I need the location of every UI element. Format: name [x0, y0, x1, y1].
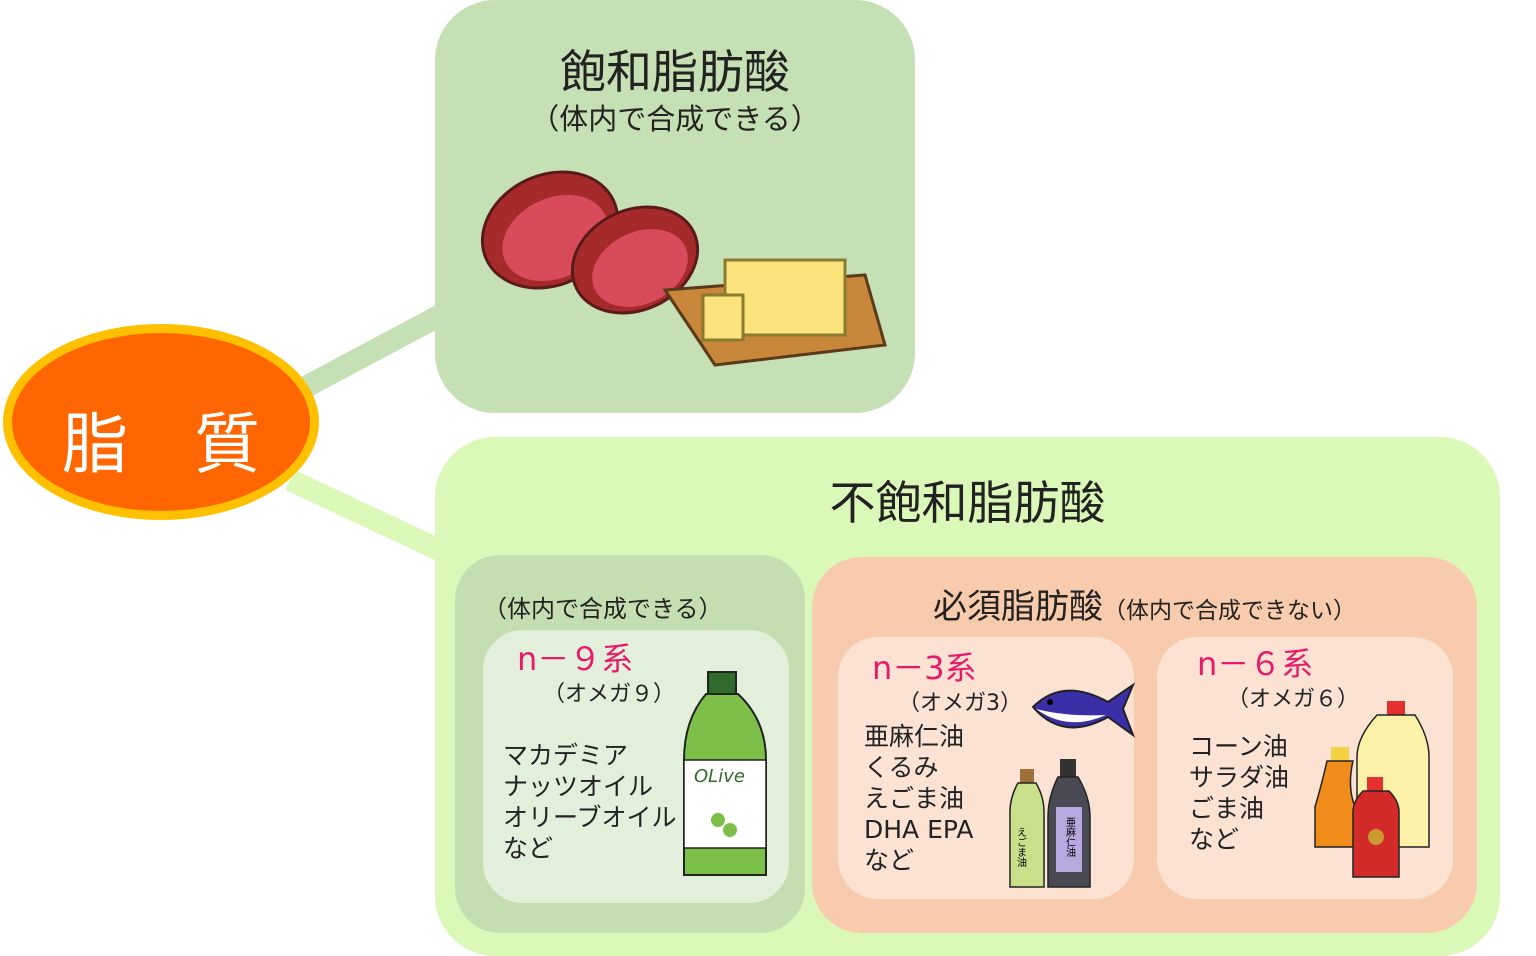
n6-subtitle: （オメガ６） — [1227, 687, 1360, 712]
essential-subtitle: （体内で合成できない） — [1103, 598, 1356, 624]
n6-title: n－６系 — [1197, 645, 1314, 683]
saturated-fat-box: 飽和脂肪酸 （体内で合成できる） — [435, 0, 915, 413]
lipid-root-node: 脂 質 — [3, 324, 319, 520]
saturated-subtitle: （体内で合成できる） — [530, 102, 820, 136]
synthesizable-box: （体内で合成できる） n－９系 （オメガ９） マカデミア ナッツオイル オリーブ… — [455, 555, 805, 933]
n9-title: n－９系 — [517, 640, 634, 678]
egoma-label: えごま油 — [1015, 827, 1027, 867]
list-item: ごま油 — [1189, 794, 1265, 823]
cooking-oil-bottles-icon — [1314, 701, 1430, 878]
list-item: サラダ油 — [1189, 763, 1290, 792]
list-item: くるみ — [864, 753, 939, 782]
amani-label: 亜麻仁油 — [1064, 817, 1076, 857]
n6-list: コーン油 サラダ油 ごま油 など — [1189, 731, 1289, 855]
olive-label: OLive — [694, 766, 745, 787]
n9-subtitle: （オメガ９） — [543, 682, 676, 707]
list-item: えごま油 — [864, 784, 965, 813]
list-item: 亜麻仁油 — [864, 722, 965, 751]
essential-title: 必須脂肪酸（体内で合成できない） — [812, 579, 1477, 628]
list-item: DHA EPA — [864, 815, 974, 844]
oil-bottles-icon: えごま油 亜麻仁油 — [1009, 759, 1091, 888]
essential-fat-box: 必須脂肪酸（体内で合成できない） n－3系 （オメガ3） 亜麻仁油 くるみ えご… — [812, 557, 1477, 933]
n3-card: n－3系 （オメガ3） 亜麻仁油 くるみ えごま油 DHA EPA など えご — [838, 637, 1136, 899]
n3-title: n－3系 — [872, 649, 977, 687]
list-item: など — [503, 834, 554, 863]
synthesizable-subtitle: （体内で合成できる） — [483, 595, 723, 623]
saturated-title: 飽和脂肪酸 — [560, 45, 790, 99]
meat-butter-illustration — [480, 170, 887, 367]
olive-oil-bottle-icon: OLive — [683, 671, 767, 876]
list-item: など — [1189, 825, 1240, 854]
unsaturated-fat-box: 不飽和脂肪酸 （体内で合成できる） n－９系 （オメガ９） マカデミア ナッツオ… — [435, 437, 1500, 956]
n9-card: n－９系 （オメガ９） マカデミア ナッツオイル オリーブオイル など OLiv… — [483, 630, 789, 903]
n3-list: 亜麻仁油 くるみ えごま油 DHA EPA など — [864, 721, 973, 876]
fish-icon — [1031, 682, 1136, 738]
n3-subtitle: （オメガ3） — [898, 691, 1022, 716]
essential-title-text: 必須脂肪酸 — [933, 587, 1103, 627]
n9-list: マカデミア ナッツオイル オリーブオイル など — [503, 740, 677, 864]
unsaturated-title: 不飽和脂肪酸 — [829, 476, 1106, 530]
list-item: マカデミア — [503, 741, 629, 770]
lipid-label: 脂 質 — [62, 406, 260, 483]
list-item: など — [864, 846, 915, 875]
list-item: ナッツオイル — [503, 772, 654, 801]
list-item: コーン油 — [1189, 732, 1288, 761]
n6-card: n－６系 （オメガ６） コーン油 サラダ油 ごま油 など — [1157, 637, 1453, 899]
list-item: オリーブオイル — [503, 803, 677, 832]
